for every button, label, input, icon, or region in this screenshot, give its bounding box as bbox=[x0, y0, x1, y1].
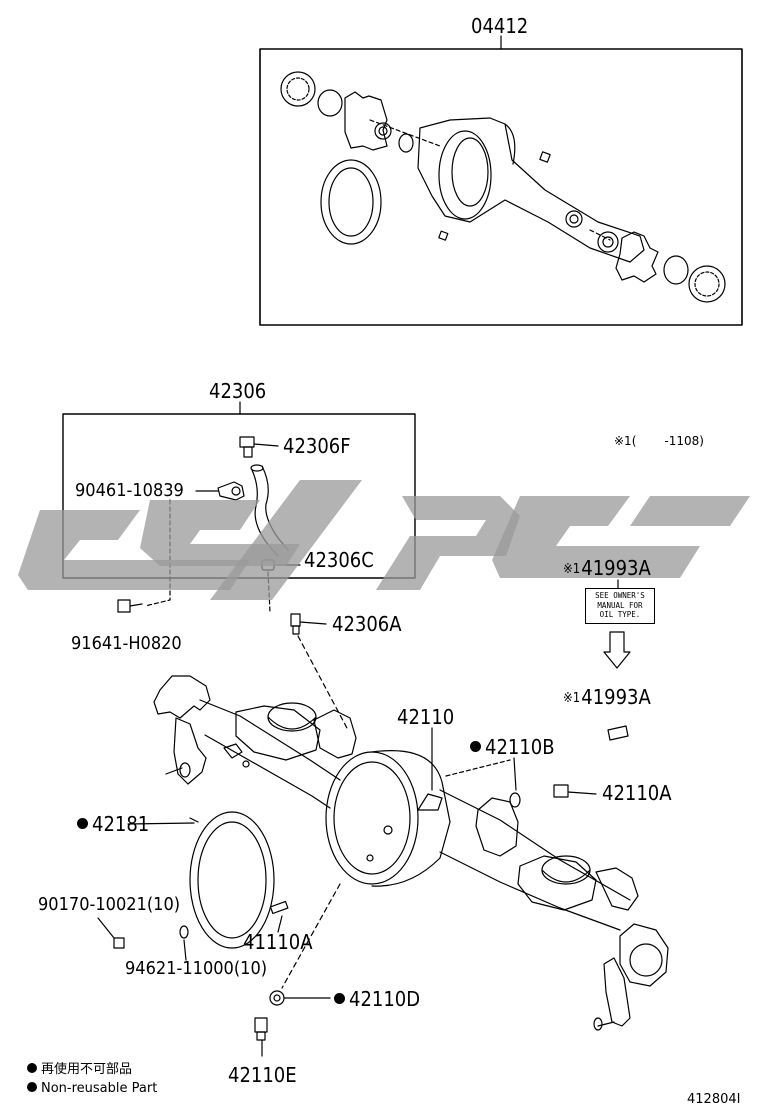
down-arrow bbox=[603, 631, 631, 669]
plug-e bbox=[254, 1017, 268, 1041]
caution-line-2: MANUAL FOR bbox=[597, 600, 643, 610]
part-label-stud[interactable]: 41110A bbox=[243, 930, 313, 954]
non-reusable-dot bbox=[470, 741, 481, 752]
stud bbox=[269, 900, 289, 915]
vent-plug-f bbox=[239, 436, 279, 458]
part-label-nut[interactable]: 90170-10021(10) bbox=[38, 894, 181, 915]
part-label-cover-gasket[interactable]: 42181 bbox=[77, 814, 149, 834]
axle-housing-illustration bbox=[153, 675, 669, 1031]
hose-clip bbox=[195, 481, 245, 501]
caution-label-plate: SEE OWNER'S MANUAL FOR OIL TYPE. bbox=[585, 588, 655, 624]
plug-a bbox=[553, 784, 597, 798]
gasket-d bbox=[269, 990, 285, 1006]
legend-jp: 再使用不可部品 bbox=[27, 1062, 132, 1076]
part-label-gasket-d[interactable]: 42110D bbox=[334, 989, 420, 1009]
part-label-vent-assy[interactable]: 42306 bbox=[209, 379, 267, 403]
footnote-ref: ※1(-1108) bbox=[614, 434, 704, 448]
part-label-kit[interactable]: 04412 bbox=[471, 14, 529, 38]
caution-line-3: OIL TYPE. bbox=[599, 610, 641, 619]
legend-dot bbox=[27, 1081, 37, 1092]
washer bbox=[179, 925, 189, 939]
part-label-washer[interactable]: 94621-11000(10) bbox=[125, 958, 268, 979]
caution-line-1: SEE OWNER'S bbox=[595, 591, 645, 600]
part-label-hose-clip[interactable]: 90461-10839 bbox=[75, 480, 184, 501]
non-reusable-dot bbox=[334, 993, 345, 1004]
kit-housing-illustration bbox=[280, 71, 726, 303]
legend-dot bbox=[27, 1062, 37, 1073]
part-label-caution-2[interactable]: ※141993A bbox=[563, 685, 651, 709]
gasket-b bbox=[509, 792, 521, 808]
watermark bbox=[18, 480, 750, 600]
legend-en: Non-reusable Part bbox=[27, 1081, 157, 1095]
part-label-vent-a[interactable]: 42306A bbox=[332, 612, 402, 636]
diagram-code: 412804I bbox=[687, 1092, 741, 1107]
part-label-gasket-b[interactable]: 42110B bbox=[470, 737, 555, 757]
nut bbox=[113, 937, 125, 949]
bolt-91641 bbox=[117, 599, 143, 613]
part-label-vent-f[interactable]: 42306F bbox=[283, 434, 351, 458]
part-label-housing[interactable]: 42110 bbox=[397, 705, 455, 729]
part-label-caution-1[interactable]: ※141993A bbox=[563, 556, 651, 580]
part-label-plug-e[interactable]: 42110E bbox=[228, 1063, 297, 1087]
part-label-vent-c[interactable]: 42306C bbox=[304, 548, 374, 572]
cover-gasket bbox=[189, 811, 275, 949]
part-label-bolt[interactable]: 91641-H0820 bbox=[71, 633, 182, 654]
small-label bbox=[607, 725, 629, 741]
part-label-plug-a[interactable]: 42110A bbox=[602, 781, 672, 805]
non-reusable-dot bbox=[77, 818, 88, 829]
vent-a bbox=[290, 613, 327, 635]
